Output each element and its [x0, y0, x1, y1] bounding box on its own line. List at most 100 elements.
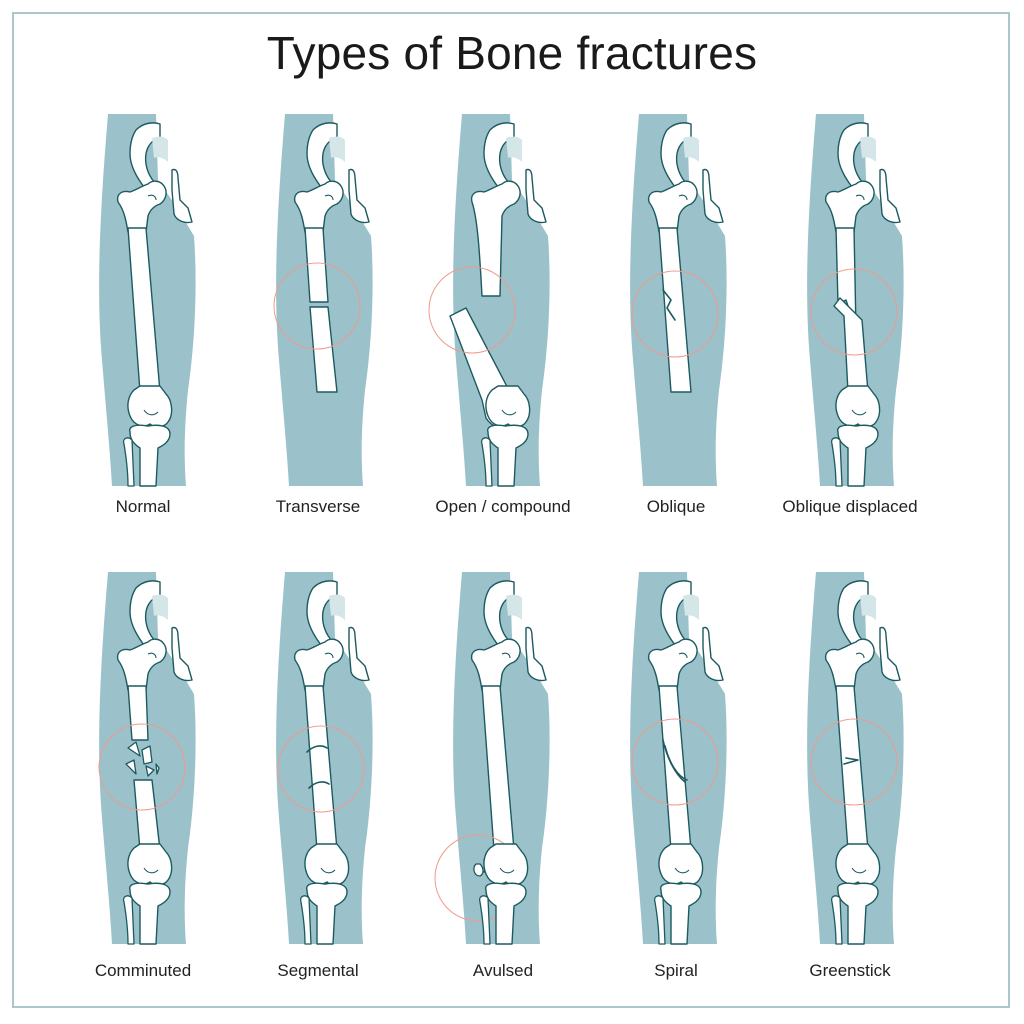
fibula-bone [122, 895, 135, 945]
ischium-bone [879, 626, 901, 682]
panel-oblique-displaced [796, 110, 936, 490]
knee-group [830, 843, 881, 945]
ischium-bone [171, 626, 193, 682]
femur-head-line [324, 652, 334, 659]
bone-fragment-5 [155, 763, 160, 775]
ischium-bone [525, 168, 547, 224]
leg-illustration-oblique [630, 114, 727, 486]
tibia-bone [485, 882, 527, 945]
knee-group [830, 385, 881, 487]
femur-head-line [324, 194, 334, 201]
diagram-title: Types of Bone fractures [266, 27, 758, 79]
label-open-compound: Open / compound [435, 497, 571, 516]
fibula-bone [830, 437, 843, 487]
panel-spiral [619, 568, 759, 948]
condyle-line [143, 409, 159, 416]
fibula-bone [653, 895, 666, 945]
leg-illustration-avulsed [434, 572, 550, 945]
knee-group [122, 843, 173, 945]
fibula-bone [122, 437, 135, 487]
pelvis-shadow [683, 594, 699, 620]
label-oblique-displaced: Oblique displaced [782, 497, 918, 516]
pelvis-shadow [152, 136, 168, 162]
bone-fragment-1 [127, 741, 141, 757]
label-segmental: Segmental [277, 961, 359, 980]
femur-condyle [485, 385, 531, 428]
condyle-line [674, 867, 690, 874]
femur-head-line [855, 652, 865, 659]
femur-shaft-lower [309, 306, 338, 393]
fibula-bone [299, 895, 312, 945]
knee-group [480, 385, 531, 487]
pelvis-shadow [152, 594, 168, 620]
highlight-circle [631, 718, 719, 806]
highlight-circle [428, 266, 516, 354]
panel-segmental [265, 568, 405, 948]
leg-illustration-greenstick [807, 572, 904, 945]
leg-illustration-segmental [276, 572, 373, 945]
highlight-circle [277, 725, 365, 813]
leg-illustration-spiral [630, 572, 727, 945]
panel-greenstick [796, 568, 936, 948]
ischium-bone [348, 626, 370, 682]
pelvis-shadow [329, 136, 345, 162]
highlight-circle [810, 268, 898, 356]
fibula-bone [480, 437, 493, 487]
tibia-bone [306, 882, 348, 945]
femur-condyle [127, 843, 173, 886]
femur-head-line [147, 194, 157, 201]
panel-transverse [265, 110, 405, 490]
panel-normal [88, 110, 228, 490]
panel-open-compound [428, 110, 582, 490]
ischium-bone [348, 168, 370, 224]
knee-group [122, 385, 173, 487]
panel-oblique [619, 110, 759, 490]
pelvis-shadow [860, 136, 876, 162]
tibia-bone [487, 424, 529, 487]
femur-condyle [835, 385, 881, 428]
condyle-line [320, 867, 336, 874]
knee-group [478, 843, 529, 945]
pelvis-shadow [506, 594, 522, 620]
femur-head-line [855, 194, 865, 201]
femur-shaft-upper [127, 685, 149, 741]
fracture-line [306, 745, 328, 753]
leg-illustration-oblique-displaced [807, 114, 904, 487]
panel-avulsed [434, 568, 582, 948]
condyle-line [143, 867, 159, 874]
avulsed-fragment [473, 863, 484, 877]
leg-illustration-normal [99, 114, 196, 487]
tibia-bone [129, 424, 171, 487]
femur-shaft [658, 227, 692, 393]
pelvis-shadow [506, 136, 522, 162]
ischium-bone [702, 626, 724, 682]
highlight-circle [631, 270, 719, 358]
label-greenstick: Greenstick [809, 961, 891, 980]
bone-fragment-2 [141, 745, 153, 765]
fracture-line [662, 289, 676, 321]
tibia-bone [129, 882, 171, 945]
highlight-circle [810, 718, 898, 806]
ischium-bone [525, 626, 547, 682]
knee-group [299, 843, 350, 945]
pelvis-shadow [860, 594, 876, 620]
fracture-line [664, 745, 688, 781]
ischium-bone [702, 168, 724, 224]
label-spiral: Spiral [654, 961, 698, 980]
knee-group [653, 843, 704, 945]
femur-condyle [658, 843, 704, 886]
label-comminuted: Comminuted [94, 961, 192, 980]
femur-condyle [127, 385, 173, 428]
condyle-line [851, 867, 867, 874]
tibia-bone [837, 424, 879, 487]
femur-condyle [304, 843, 350, 886]
label-oblique: Oblique [646, 497, 706, 516]
leg-illustration-transverse [273, 114, 373, 486]
fibula-bone [478, 895, 491, 945]
femur-head-line [501, 652, 511, 659]
fracture-line [308, 781, 330, 789]
highlight-circle [98, 723, 186, 811]
label-normal: Normal [115, 497, 171, 516]
panel-comminuted [88, 568, 228, 948]
tibia-bone [660, 882, 702, 945]
